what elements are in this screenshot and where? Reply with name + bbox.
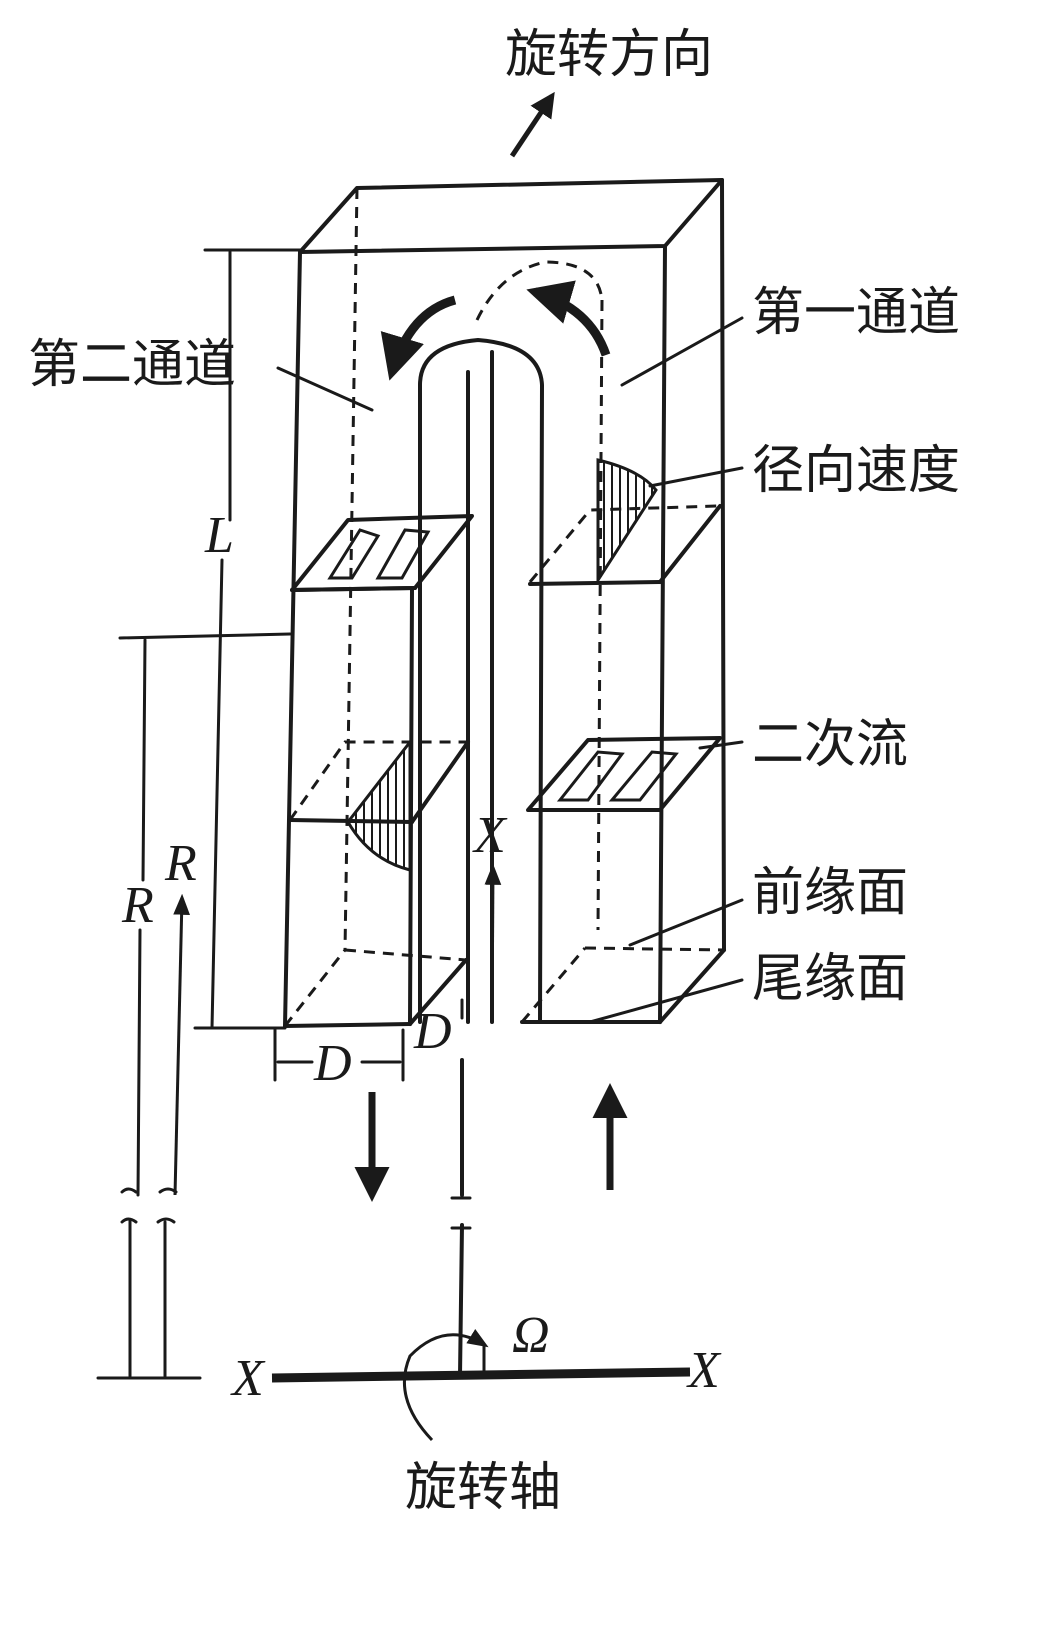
rotation-direction-arrow <box>509 91 555 158</box>
turn-flow-arrows <box>380 280 611 381</box>
rotation-axis <box>271 1328 691 1442</box>
label-leading-face: 前缘面 <box>752 863 908 923</box>
symbol-axis-x-right: X <box>686 1342 722 1399</box>
symbol-width-gap: D <box>413 1003 452 1060</box>
label-rotation-axis: 旋转轴 <box>405 1458 561 1518</box>
symbol-omega: Ω <box>512 1307 550 1364</box>
secondary-flow-swirl-right-b <box>608 750 679 802</box>
secondary-flow-swirl-left-a <box>327 528 381 580</box>
radial-velocity-profile-lower <box>346 737 412 872</box>
dimension-lines <box>96 248 502 1380</box>
label-first-channel: 第一通道 <box>752 283 960 343</box>
symbol-length: L <box>204 507 234 564</box>
omega-rotation-arc <box>402 1328 489 1442</box>
symbol-width-left: D <box>313 1035 352 1092</box>
radial-velocity-profile-upper <box>596 458 658 586</box>
symbol-radius-inner: R <box>164 835 197 892</box>
label-secondary-flow: 二次流 <box>752 715 908 775</box>
upper-cross-sections <box>290 458 722 592</box>
symbol-axis-x-left: X <box>230 1350 266 1407</box>
label-trailing-face: 尾缘面 <box>752 949 908 1009</box>
label-rotation-direction: 旋转方向 <box>505 25 713 85</box>
leader-lines <box>276 316 744 1024</box>
label-second-channel: 第二通道 <box>28 335 236 395</box>
symbol-axis-x-top: X <box>472 807 508 864</box>
lower-cross-sections <box>288 736 722 872</box>
secondary-flow-swirl-left-b <box>375 528 431 580</box>
channel-box <box>283 178 726 1028</box>
symbol-radius-outer: R <box>121 877 154 934</box>
label-radial-velocity: 径向速度 <box>752 441 960 501</box>
secondary-flow-swirl-right-a <box>556 750 625 802</box>
divider-wall <box>408 260 604 1026</box>
